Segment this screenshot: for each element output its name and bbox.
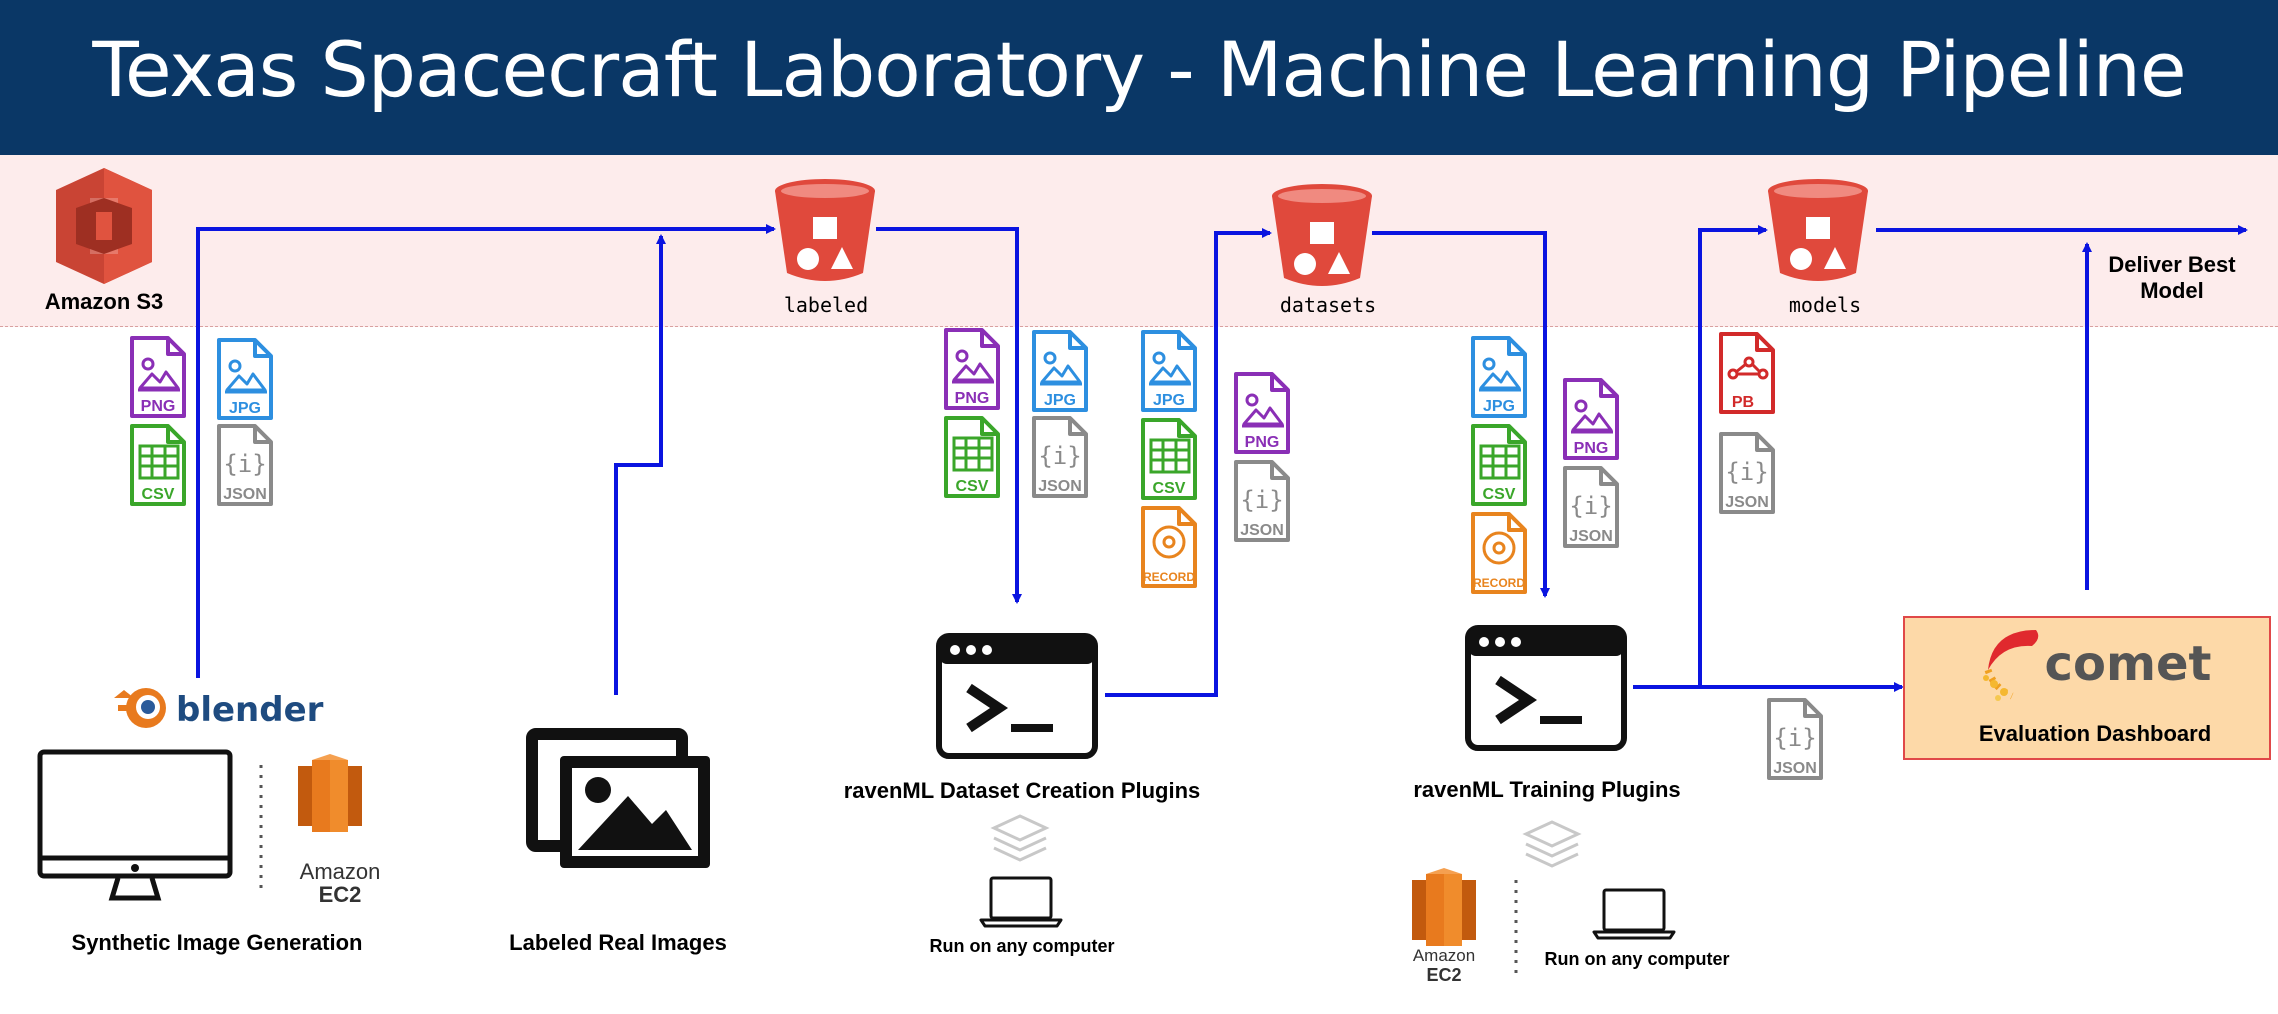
bucket-datasets-label: datasets [1280,293,1376,317]
amazon-s3-label: Amazon S3 [45,289,164,314]
svg-text:PNG: PNG [1574,440,1609,457]
svg-text:JSON: JSON [1773,760,1817,777]
bucket-labeled-icon [775,179,875,281]
svg-text:RECORD: RECORD [1473,576,1525,590]
svg-text:PNG: PNG [141,398,176,415]
ec2-amazon-label-2: Amazon [1413,946,1475,965]
dataset-terminal-icon [939,636,1095,756]
png-file-icon: PNG [944,328,1000,410]
amazon-s3-icon [56,168,152,284]
arrow-flows [196,224,2248,697]
arrow-blender-to-labeled [196,224,776,678]
svg-text:CSV: CSV [142,486,175,503]
svg-text:PNG: PNG [955,390,990,407]
dataset-plugins-label: ravenML Dataset Creation Plugins [844,778,1201,803]
svg-text:CSV: CSV [1153,480,1186,497]
laptop-icon [979,876,1063,928]
layers-icon [1524,820,1580,868]
png-file-icon: PNG [1234,372,1290,454]
pb-file-icon: PB [1719,332,1775,414]
ec2-amazon-label: Amazon [300,859,381,884]
blender-wordmark: blender [176,690,324,730]
jpg-file-icon: JPG [217,338,273,420]
svg-text:CSV: CSV [1483,486,1516,503]
ec2-code-label: EC2 [319,882,362,907]
evaluation-dashboard: comet Evaluation Dashboard [1903,616,2271,760]
arrow-real-to-labeled [614,234,666,695]
blender-logo: blender [114,688,324,730]
arrow-dataset-plugins-to-datasets [1105,228,1272,697]
record-file-icon: RECORD [1141,506,1197,588]
csv-file-icon: CSV [1471,424,1527,506]
json-file-icon: JSON [1719,432,1775,514]
dashboard-label: Evaluation Dashboard [1979,721,2211,746]
png-file-icon: PNG [130,336,186,418]
svg-text:JSON: JSON [1725,494,1769,511]
desktop-computer-icon [37,749,233,901]
run-anywhere-label-1: Run on any computer [929,936,1114,956]
deliver-label-line2: Model [2140,278,2204,303]
bucket-models-label: models [1789,293,1861,317]
json-file-icon: JSON [1767,698,1823,780]
photo-gallery-icon [526,728,710,868]
laptop-icon [1592,888,1676,940]
svg-text:JPG: JPG [1044,392,1076,409]
s3-storage-band [0,155,2278,327]
svg-text:JSON: JSON [1038,478,1082,495]
bucket-datasets-icon [1272,184,1372,286]
png-file-icon: PNG [1563,378,1619,460]
page-title: Texas Spacecraft Laboratory - Machine Le… [92,25,2186,114]
arrow-datasets-to-training [1372,231,1550,598]
svg-text:JSON: JSON [223,486,267,503]
record-file-icon: RECORD [1471,512,1527,594]
ec2-code-label-2: EC2 [1426,965,1461,985]
bucket-labeled-label: labeled [784,293,868,317]
deliver-label-line1: Deliver Best [2108,252,2236,277]
run-anywhere-label-2: Run on any computer [1544,949,1729,969]
json-file-icon: JSON [217,424,273,506]
training-terminal-icon [1468,628,1624,748]
csv-file-icon: CSV [944,416,1000,498]
csv-file-icon: CSV [130,424,186,506]
ec2-icon [298,754,362,832]
jpg-file-icon: JPG [1471,336,1527,418]
svg-text:JSON: JSON [1240,522,1284,539]
ec2-icon [1412,868,1476,946]
csv-file-icon: CSV [1141,418,1197,500]
real-images-label: Labeled Real Images [509,930,727,955]
json-file-icon: JSON [1032,416,1088,498]
arrow-labeled-to-dataset-plugins [876,227,1022,604]
svg-text:JPG: JPG [229,400,261,417]
bucket-models-icon [1768,179,1868,281]
jpg-file-icon: JPG [1032,330,1088,412]
svg-text:JPG: JPG [1153,392,1185,409]
svg-text:JSON: JSON [1569,528,1613,545]
json-file-icon: JSON [1234,460,1290,542]
layers-icon [992,814,1048,862]
training-plugins-label: ravenML Training Plugins [1413,777,1680,802]
comet-brand: comet [2045,636,2212,692]
json-file-icon: JSON [1563,466,1619,548]
svg-text:PNG: PNG [1245,434,1280,451]
svg-text:JPG: JPG [1483,398,1515,415]
svg-text:RECORD: RECORD [1143,570,1195,584]
comet-logo-icon [1983,630,2039,701]
synthetic-label: Synthetic Image Generation [72,930,363,955]
jpg-file-icon: JPG [1141,330,1197,412]
svg-text:CSV: CSV [956,478,989,495]
svg-text:PB: PB [1732,394,1754,411]
header-bar [0,0,2278,155]
